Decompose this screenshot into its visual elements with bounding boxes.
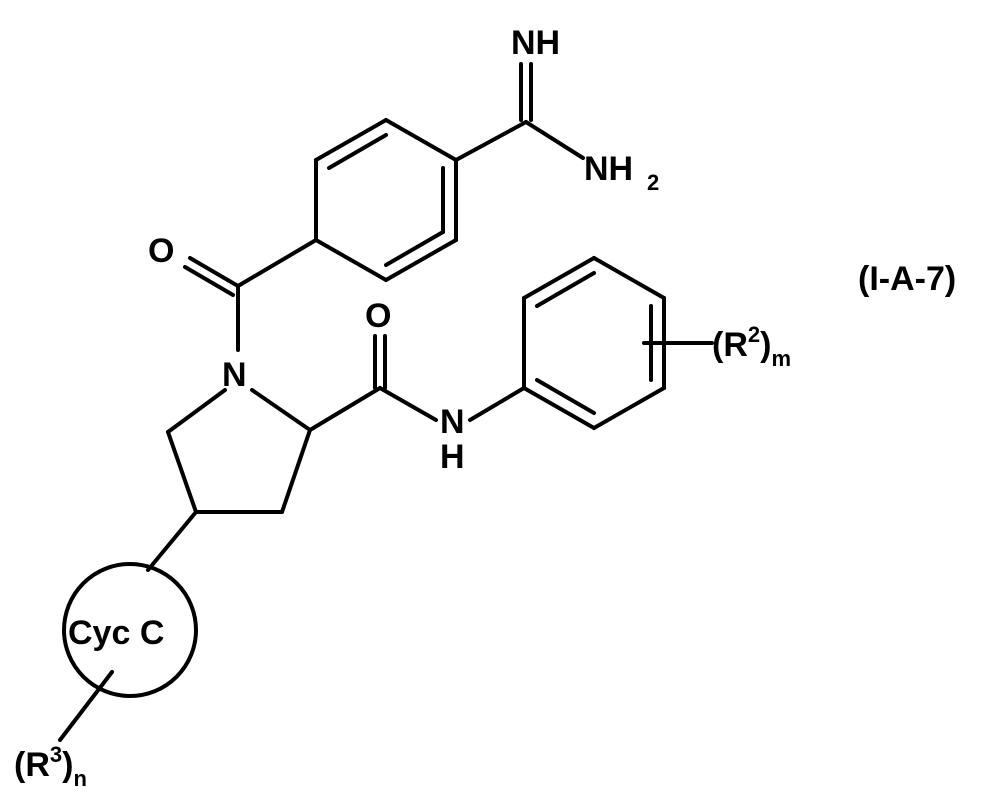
benzene-top-inner-1 xyxy=(329,135,386,168)
benzene-top-bond-1 xyxy=(386,120,456,160)
pyrrolidine-cyc-bond xyxy=(148,512,196,570)
atom-amide-oxygen: O xyxy=(365,297,391,335)
amide-phenyl-bond xyxy=(470,388,524,420)
phenyl-inner-1 xyxy=(537,380,594,413)
atom-amine-nh: NH xyxy=(584,150,633,188)
amidine-ring-bond xyxy=(456,122,526,160)
phenyl-bond-4 xyxy=(594,258,664,298)
atom-amide-nitrogen: N xyxy=(440,403,465,441)
benzene-top-inner-2 xyxy=(386,232,443,265)
cyc-r3-bond xyxy=(60,672,112,740)
r2-group: (R2)m xyxy=(712,322,791,371)
compound-label: (I-A-7) xyxy=(858,260,956,298)
amidine-nh2-bond xyxy=(526,122,583,158)
cyc-c-label: Cyc C xyxy=(68,614,164,652)
r3-group: (R3)n xyxy=(14,742,87,791)
phenyl-inner-3 xyxy=(537,273,594,306)
benzene-top-bond-4 xyxy=(316,240,386,280)
amide-n-bond xyxy=(380,388,436,420)
pyrrolidine-bond-4 xyxy=(282,430,310,512)
carbonyl-ring-bond xyxy=(238,240,316,286)
atom-amine-subscript: 2 xyxy=(647,170,659,195)
pyrrolidine-bond-2 xyxy=(168,432,196,512)
atom-amide-hydrogen: H xyxy=(440,438,465,476)
pyrrolidine-bond-1 xyxy=(168,390,225,432)
atom-imine-nh: NH xyxy=(511,24,560,62)
amide-carbon-bond xyxy=(310,388,380,430)
atom-carbonyl-oxygen: O xyxy=(148,232,174,270)
phenyl-bond-2 xyxy=(594,388,664,428)
pyrrolidine-bond-5 xyxy=(252,390,310,430)
atom-ring-nitrogen: N xyxy=(222,356,247,394)
